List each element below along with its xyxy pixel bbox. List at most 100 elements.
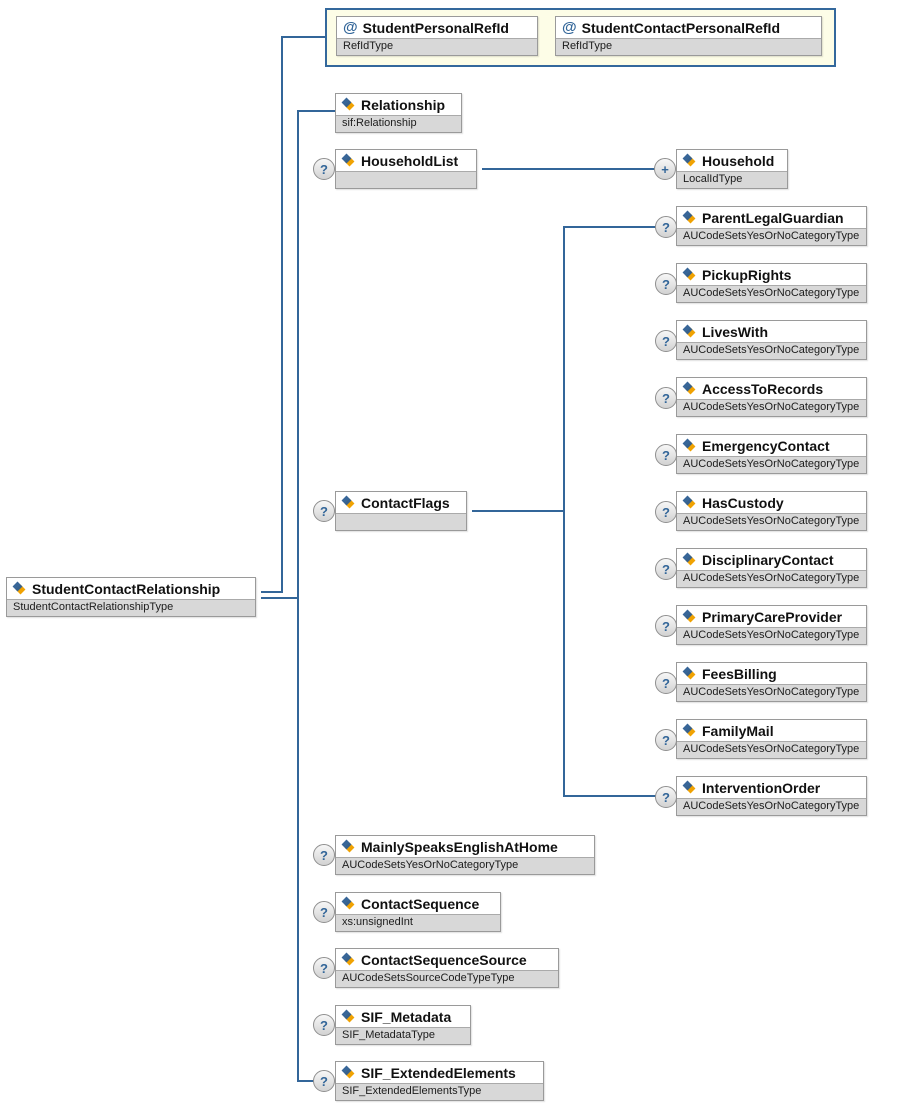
element-name: DisciplinaryContact	[702, 552, 834, 568]
element-node-household-list[interactable]: HouseholdList	[335, 149, 477, 189]
element-name: SIF_ExtendedElements	[361, 1065, 516, 1081]
connector-line	[297, 110, 335, 112]
element-icon	[683, 212, 697, 224]
element-type: SIF_MetadataType	[336, 1027, 470, 1044]
element-icon	[683, 497, 697, 509]
attribute-icon: @	[562, 19, 577, 36]
attribute-node-student-contact-personal-ref-id[interactable]: @StudentContactPersonalRefId RefIdType	[555, 16, 822, 56]
element-name: ContactSequenceSource	[361, 952, 527, 968]
optional-badge: ?	[655, 672, 677, 694]
element-icon	[683, 383, 697, 395]
element-node-pickup-rights[interactable]: PickupRights AUCodeSetsYesOrNoCategoryTy…	[676, 263, 867, 303]
element-name: EmergencyContact	[702, 438, 830, 454]
element-type: AUCodeSetsYesOrNoCategoryType	[677, 684, 866, 701]
element-type: AUCodeSetsYesOrNoCategoryType	[677, 513, 866, 530]
optional-badge: ?	[655, 501, 677, 523]
element-node-family-mail[interactable]: FamilyMail AUCodeSetsYesOrNoCategoryType	[676, 719, 867, 759]
element-node-access-to-records[interactable]: AccessToRecords AUCodeSetsYesOrNoCategor…	[676, 377, 867, 417]
element-node-sif-metadata[interactable]: SIF_Metadata SIF_MetadataType	[335, 1005, 471, 1045]
connector-line	[563, 226, 565, 797]
connector-line	[281, 36, 325, 38]
element-icon	[683, 440, 697, 452]
element-type: sif:Relationship	[336, 115, 461, 132]
element-icon	[342, 1011, 356, 1023]
attribute-name: StudentContactPersonalRefId	[581, 20, 780, 36]
optional-badge: ?	[655, 444, 677, 466]
element-icon	[342, 497, 356, 509]
element-name: ContactFlags	[361, 495, 450, 511]
optional-badge: ?	[313, 158, 335, 180]
optional-badge: ?	[655, 615, 677, 637]
element-node-primary-care-provider[interactable]: PrimaryCareProvider AUCodeSetsYesOrNoCat…	[676, 605, 867, 645]
element-icon	[342, 841, 356, 853]
element-name: PickupRights	[702, 267, 792, 283]
element-node-contact-sequence[interactable]: ContactSequence xs:unsignedInt	[335, 892, 501, 932]
optional-badge: ?	[655, 729, 677, 751]
element-name: SIF_Metadata	[361, 1009, 452, 1025]
connector-line	[472, 510, 565, 512]
element-type: AUCodeSetsYesOrNoCategoryType	[677, 570, 866, 587]
element-node-contact-sequence-source[interactable]: ContactSequenceSource AUCodeSetsSourceCo…	[335, 948, 559, 988]
element-type: SIF_ExtendedElementsType	[336, 1083, 543, 1100]
element-node-disciplinary-contact[interactable]: DisciplinaryContact AUCodeSetsYesOrNoCat…	[676, 548, 867, 588]
element-icon	[342, 898, 356, 910]
element-node-student-contact-relationship[interactable]: StudentContactRelationship StudentContac…	[6, 577, 256, 617]
optional-badge: ?	[655, 786, 677, 808]
element-name: MainlySpeaksEnglishAtHome	[361, 839, 558, 855]
element-name: Relationship	[361, 97, 446, 113]
element-type	[336, 171, 476, 188]
element-name: Household	[702, 153, 775, 169]
element-name: ParentLegalGuardian	[702, 210, 844, 226]
element-node-relationship[interactable]: Relationship sif:Relationship	[335, 93, 462, 133]
element-node-mainly-speaks-english-at-home[interactable]: MainlySpeaksEnglishAtHome AUCodeSetsYesO…	[335, 835, 595, 875]
element-name: HasCustody	[702, 495, 784, 511]
element-name: AccessToRecords	[702, 381, 824, 397]
element-name: StudentContactRelationship	[32, 581, 221, 597]
element-name: FamilyMail	[702, 723, 774, 739]
optional-badge: ?	[655, 273, 677, 295]
element-node-contact-flags[interactable]: ContactFlags	[335, 491, 467, 531]
element-icon	[683, 269, 697, 281]
optional-badge: ?	[313, 500, 335, 522]
element-icon	[683, 554, 697, 566]
attribute-type: RefIdType	[556, 38, 821, 55]
element-node-household[interactable]: Household LocalIdType	[676, 149, 788, 189]
element-name: ContactSequence	[361, 896, 480, 912]
connector-line	[297, 111, 299, 1082]
element-icon	[342, 954, 356, 966]
element-name: HouseholdList	[361, 153, 459, 169]
element-node-intervention-order[interactable]: InterventionOrder AUCodeSetsYesOrNoCateg…	[676, 776, 867, 816]
element-name: LivesWith	[702, 324, 768, 340]
element-icon	[342, 155, 356, 167]
element-type: AUCodeSetsSourceCodeTypeType	[336, 970, 558, 987]
connector-line	[482, 168, 656, 170]
attribute-type: RefIdType	[337, 38, 537, 55]
connector-line	[563, 226, 657, 228]
element-node-emergency-contact[interactable]: EmergencyContact AUCodeSetsYesOrNoCatego…	[676, 434, 867, 474]
element-type	[336, 513, 466, 530]
element-node-sif-extended-elements[interactable]: SIF_ExtendedElements SIF_ExtendedElement…	[335, 1061, 544, 1101]
attribute-node-student-personal-ref-id[interactable]: @StudentPersonalRefId RefIdType	[336, 16, 538, 56]
element-name: PrimaryCareProvider	[702, 609, 843, 625]
element-type: xs:unsignedInt	[336, 914, 500, 931]
element-node-has-custody[interactable]: HasCustody AUCodeSetsYesOrNoCategoryType	[676, 491, 867, 531]
element-icon	[683, 782, 697, 794]
element-type: StudentContactRelationshipType	[7, 599, 255, 616]
element-type: AUCodeSetsYesOrNoCategoryType	[677, 798, 866, 815]
attribute-icon: @	[343, 19, 358, 36]
connector-line	[281, 36, 283, 593]
element-type: AUCodeSetsYesOrNoCategoryType	[677, 342, 866, 359]
element-type: AUCodeSetsYesOrNoCategoryType	[677, 228, 866, 245]
repeat-badge: +	[654, 158, 676, 180]
element-icon	[683, 725, 697, 737]
element-icon	[683, 155, 697, 167]
element-node-lives-with[interactable]: LivesWith AUCodeSetsYesOrNoCategoryType	[676, 320, 867, 360]
optional-badge: ?	[313, 901, 335, 923]
element-node-fees-billing[interactable]: FeesBilling AUCodeSetsYesOrNoCategoryTyp…	[676, 662, 867, 702]
element-node-parent-legal-guardian[interactable]: ParentLegalGuardian AUCodeSetsYesOrNoCat…	[676, 206, 867, 246]
element-icon	[683, 611, 697, 623]
connector-line	[563, 795, 657, 797]
element-type: LocalIdType	[677, 171, 787, 188]
element-type: AUCodeSetsYesOrNoCategoryType	[677, 456, 866, 473]
connector-line	[261, 597, 299, 599]
